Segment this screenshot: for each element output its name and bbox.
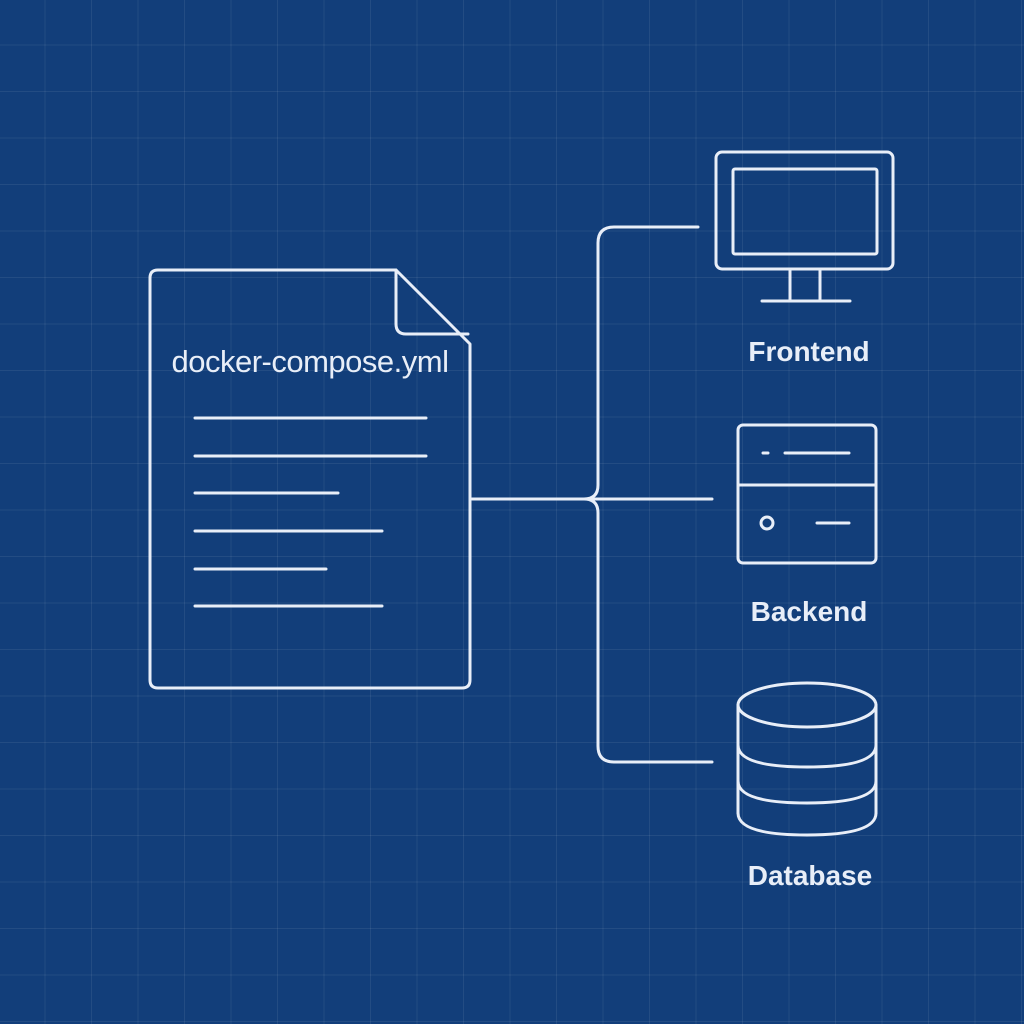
document-fold [394, 268, 470, 336]
server-icon [736, 423, 878, 565]
backend-label: Backend [750, 596, 868, 627]
database-ring [736, 779, 878, 805]
document-outline [148, 268, 472, 690]
server-led [759, 515, 775, 531]
frontend-label: Frontend [748, 336, 870, 367]
database-label: Database [747, 860, 873, 891]
monitor-screen [731, 167, 879, 256]
file-name-label: docker-compose.yml [171, 344, 449, 379]
database-ring [736, 743, 878, 769]
database-icon [736, 681, 878, 837]
connector-branch-database [582, 497, 714, 764]
database-bottom [736, 811, 878, 837]
database-top [736, 681, 878, 729]
document-icon [148, 268, 472, 690]
monitor-icon [714, 150, 895, 303]
connector-lines [470, 225, 714, 764]
connector-branch-frontend [582, 225, 700, 501]
server-box [736, 423, 878, 565]
monitor-frame [714, 150, 895, 271]
